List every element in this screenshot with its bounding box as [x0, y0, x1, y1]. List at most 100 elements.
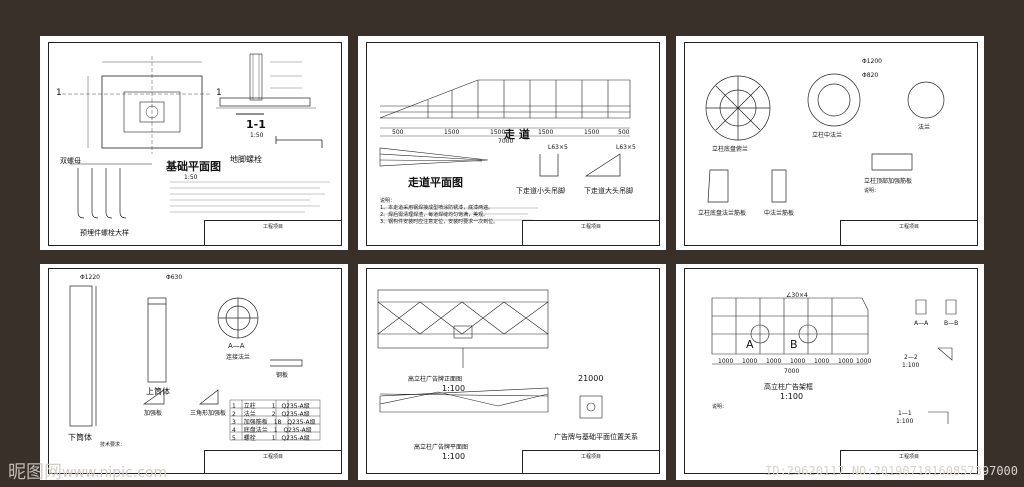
large-hanger-title: 下走道大头吊脚 [584, 187, 633, 195]
bolt-detail-title: 预埋件螺栓大样 [80, 229, 129, 237]
angle-steel-left: L63×5 [548, 144, 568, 151]
frame-dim-6: 1000 [856, 358, 872, 365]
section-22-scale: 1:100 [902, 362, 920, 369]
frame-dim-5: 1000 [838, 358, 854, 365]
rib-plate-label: 钢板 [276, 372, 289, 379]
title-block: 工程项目 [840, 450, 978, 474]
section-1-1-title: 1-1 [246, 118, 266, 131]
sheet-frame [684, 42, 978, 246]
top-rib-title: 立柱顶部加强筋板 [864, 178, 913, 185]
section-aa-label: A—A [914, 320, 929, 327]
bom-row-5: 5 螺栓 1 Q235-A级 [232, 435, 310, 442]
bom-row-2: 2 法兰 2 Q235-A级 [232, 411, 310, 418]
bom-row-1: 1 立柱 1 Q235-A级 [232, 403, 310, 410]
frame-scale: 1:100 [780, 392, 804, 401]
watermark-logo: 昵图网 [8, 462, 62, 483]
frame-dim-3: 1000 [790, 358, 806, 365]
title-block-project: 工程项目 [899, 454, 920, 460]
axis-right-marker: 1 [216, 88, 222, 98]
walkway-dim-seg-4: 1500 [584, 129, 600, 136]
sheet-frame [48, 268, 342, 474]
sheet-billboard-frame: ∠30×4 A B 7000 1000 1000 1000 1000 1000 … [676, 264, 984, 480]
flange-notes: 说明： [864, 188, 879, 195]
bom-row-4: 4 底盘法兰 1 Q235-A级 [232, 427, 312, 434]
title-block-project: 工程项目 [581, 224, 602, 230]
angle-steel-label: ∠30×4 [786, 292, 808, 299]
sheet-walkway-plan: 走 道 走道平面图 下走道小头吊脚 下走道大头吊脚 L63×5 L63×5 70… [358, 36, 666, 250]
section-aa-title: A—A [228, 342, 245, 350]
title-block-project: 工程项目 [581, 454, 602, 460]
flange-diameter-b: Φ820 [862, 72, 879, 79]
plan-title: 高立柱广告牌平面图 [414, 444, 469, 451]
upper-column-title: 上筒体 [146, 387, 170, 396]
frame-dim-4: 1000 [814, 358, 830, 365]
walkway-dim-seg-3: 1500 [538, 129, 554, 136]
section-1-1-scale: 1:50 [250, 132, 264, 139]
note-line: 1、本走道采用钢焊接成型喷涂防锈漆，底漆两遍。 [380, 205, 494, 211]
sheet-frame [366, 268, 660, 474]
section-11-scale: 1:100 [896, 418, 914, 425]
walkway-dim-seg-1: 1500 [444, 129, 460, 136]
base-flange-title: 立柱底盘俯兰 [712, 146, 749, 153]
double-nut-label: 双螺母 [60, 157, 81, 165]
title-block: 工程项目 [204, 220, 342, 246]
sheet-column-details: Φ1220 Φ630 下筒体 上筒体 A—A 连接法兰 钢板 加强板 三角形加强… [40, 264, 348, 480]
flange-drawing [705, 73, 945, 203]
flange-diameter-a: Φ1200 [862, 58, 882, 65]
billboard-width-dim: 21000 [578, 374, 604, 383]
notes-title: 说明： [864, 188, 880, 194]
section-22-label: 2—2 [904, 354, 918, 361]
sheet-frame [48, 42, 342, 246]
walkway-plan-title: 走道平面图 [408, 176, 463, 189]
elevation-title: 高立柱广告牌正面图 [408, 376, 463, 383]
panel-a-label: A [746, 338, 754, 351]
watermark-id: ID:29620117 NO:20190718160857397000 [765, 464, 1018, 478]
frame-total-dim: 7000 [784, 368, 800, 375]
title-block: 工程项目 [840, 220, 978, 246]
foundation-plan-title: 基础平面图 [166, 160, 221, 173]
bom-row-3: 3 加强筋板 18 Q235-A级 [232, 419, 316, 426]
stiffener-title: 加强板 [144, 410, 163, 417]
axis-left-marker: 1 [56, 88, 62, 98]
column-bolt-diameter: Φ630 [166, 274, 183, 281]
notes-title: 说明： [380, 198, 396, 204]
walkway-notes: 说明： 1、本走道采用钢焊接成型喷涂防锈漆，底漆两遍。 2、焊后需清理焊渣，每道… [380, 198, 560, 226]
anchor-bolt-title: 地脚螺栓 [230, 155, 262, 164]
sheet-frame [684, 268, 978, 474]
sheet-flange-details: Φ1200 Φ820 立柱底盘俯兰 立柱中法兰 法兰 立柱顶部加强筋板 立柱底盘… [676, 36, 984, 250]
watermark-url: www.nipic.com [62, 465, 168, 481]
billboard-drawing [377, 289, 603, 419]
frame-dim-0: 1000 [718, 358, 734, 365]
note-line: 3、钢构件安装时应注意定位，安装时要求一次到位。 [380, 219, 499, 225]
walkway-dim-seg-5: 500 [618, 129, 630, 136]
title-block: 工程项目 [522, 450, 660, 474]
title-block-project: 工程项目 [263, 454, 284, 460]
column-top-diameter: Φ1220 [80, 274, 100, 281]
frame-title: 高立柱广告架框 [764, 383, 813, 391]
note-line: 2、焊后需清理焊渣，每道焊缝均匀饱满，美观。 [380, 212, 489, 218]
walkway-total-dim: 7000 [498, 138, 514, 145]
frame-dim-2: 1000 [766, 358, 782, 365]
title-block-project: 工程项目 [263, 224, 284, 230]
walkway-dim-seg-0: 500 [392, 129, 404, 136]
notes-title: 技术要求： [100, 442, 126, 448]
position-title: 广告牌与基础平面位置关系 [554, 433, 638, 441]
notes-title: 说明： [712, 404, 728, 410]
walkway-dim-seg-2: 1500 [490, 129, 506, 136]
title-block: 工程项目 [522, 220, 660, 246]
connecting-flange-title: 连接法兰 [226, 354, 251, 361]
walkway-drawing [379, 79, 631, 221]
column-notes: 技术要求： [100, 442, 125, 449]
sheet-frame [366, 42, 660, 246]
panel-b-label: B [790, 338, 798, 351]
sheet-billboard-elevation: 高立柱广告牌正面图 1:100 高立柱广告牌平面图 1:100 广告牌与基础平面… [358, 264, 666, 480]
title-block-project: 工程项目 [899, 224, 920, 230]
middle-rib-title: 中法兰筋板 [764, 210, 795, 217]
section-bb-label: B—B [944, 320, 959, 327]
frame-drawing [711, 297, 957, 424]
flange-title: 法兰 [918, 124, 931, 131]
frame-dim-1: 1000 [742, 358, 758, 365]
triangle-stiffener-title: 三角形加强板 [190, 410, 227, 417]
elevation-scale: 1:100 [442, 384, 466, 393]
middle-flange-title: 立柱中法兰 [812, 132, 843, 139]
